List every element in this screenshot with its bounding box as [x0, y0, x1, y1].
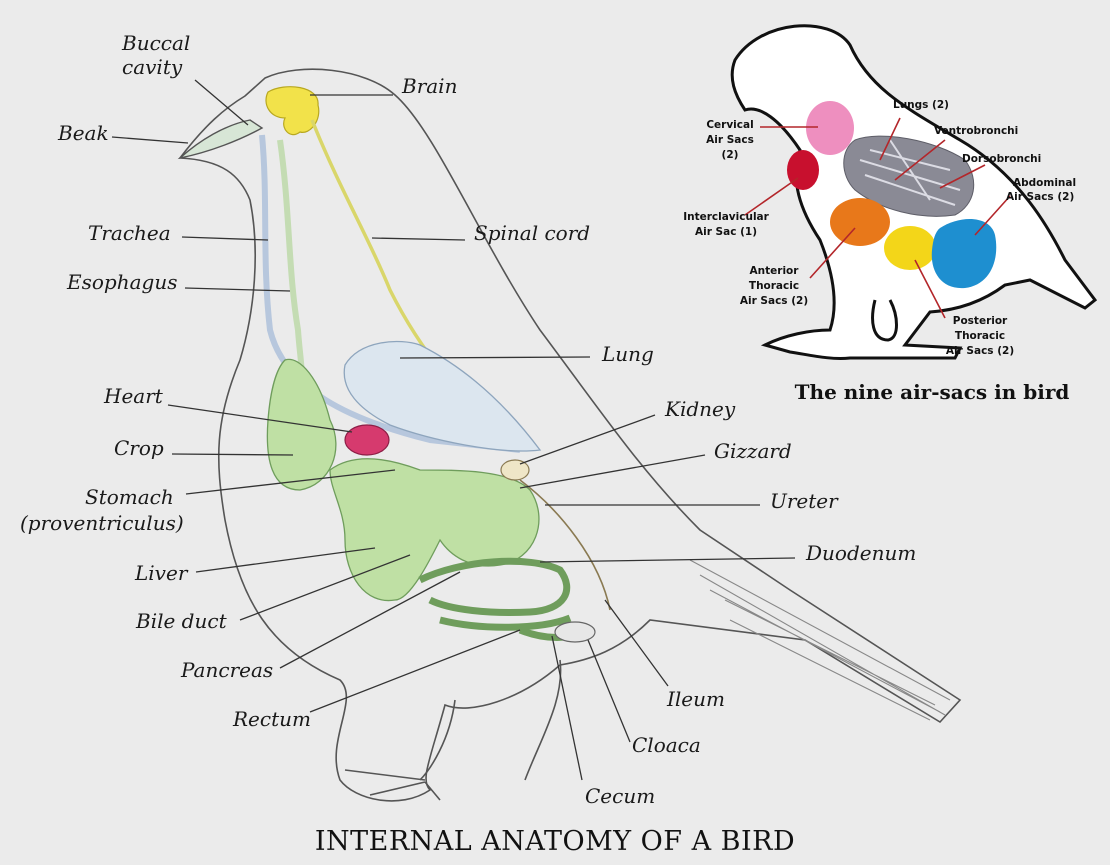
anterior-thoracic-air-sac — [830, 198, 890, 246]
leader-buccal — [195, 80, 248, 125]
label-spinal-cord: Spinal cord — [474, 221, 590, 245]
air-sac-inset: Cervical Air Sacs (2) Lungs (2) Ventrobr… — [683, 26, 1095, 404]
leader-cecum — [552, 636, 582, 780]
inset-label-ventrobronchi: Ventrobronchi — [934, 125, 1018, 137]
brain-shape — [266, 87, 319, 135]
label-cloaca: Cloaca — [632, 733, 701, 757]
inset-label-lungs: Lungs (2) — [893, 99, 949, 111]
inset-label-anterior-line3: Air Sacs (2) — [740, 295, 808, 307]
label-brain: Brain — [401, 74, 457, 98]
inset-label-abdominal-line2: Air Sacs (2) — [1006, 191, 1074, 203]
inset-label-abdominal-line1: Abdominal — [1013, 177, 1076, 189]
label-stomach-line1: Stomach — [85, 485, 174, 509]
kidney-shape — [501, 460, 529, 480]
leader-duodenum — [540, 558, 795, 562]
inset-label-interclavicular-line1: Interclavicular — [683, 211, 769, 223]
beak-shape — [180, 120, 262, 158]
bird-legs — [345, 660, 561, 800]
inset-label-anterior-line2: Thoracic — [749, 280, 799, 292]
label-ileum: Ileum — [666, 687, 725, 711]
inset-label-posterior-line2: Thoracic — [955, 330, 1005, 342]
label-cecum: Cecum — [585, 784, 655, 808]
inset-label-anterior-line1: Anterior — [750, 265, 800, 277]
label-gizzard: Gizzard — [714, 439, 792, 463]
label-ureter: Ureter — [770, 489, 839, 513]
leader-ileum — [605, 600, 668, 686]
stomach-gizzard-shape — [330, 459, 539, 601]
inset-label-dorsobronchi: Dorsobronchi — [962, 153, 1041, 165]
tail-feathers — [690, 560, 950, 720]
posterior-thoracic-air-sac — [884, 226, 936, 270]
label-rectum: Rectum — [232, 707, 311, 731]
heart-shape — [345, 425, 389, 455]
label-liver: Liver — [134, 561, 189, 585]
label-kidney: Kidney — [664, 397, 736, 421]
label-stomach-line2: (proventriculus) — [20, 511, 184, 535]
inset-label-cervical-line2: Air Sacs — [706, 134, 754, 146]
interclavicular-air-sac — [787, 150, 819, 190]
cloaca-shape — [555, 622, 595, 642]
leader-esophagus — [185, 288, 290, 291]
label-trachea: Trachea — [88, 221, 171, 245]
label-bile-duct: Bile duct — [135, 609, 228, 633]
label-heart: Heart — [103, 384, 164, 408]
label-lung: Lung — [601, 342, 654, 366]
label-esophagus: Esophagus — [66, 270, 177, 294]
label-pancreas: Pancreas — [180, 658, 273, 682]
leader-beak — [112, 137, 188, 143]
label-duodenum: Duodenum — [805, 541, 916, 565]
inset-label-interclavicular-line2: Air Sac (1) — [695, 226, 757, 238]
inset-label-cervical-line3: (2) — [722, 149, 739, 161]
inset-label-posterior-line3: Air Sacs (2) — [946, 345, 1014, 357]
inset-label-posterior-line1: Posterior — [953, 315, 1008, 327]
label-buccal-cavity-line1: Buccal — [121, 31, 190, 55]
main-title: INTERNAL ANATOMY OF A BIRD — [315, 826, 795, 857]
inset-title: The nine air-sacs in bird — [795, 380, 1070, 404]
cervical-air-sac — [806, 101, 854, 155]
leader-rectum — [310, 630, 520, 712]
leader-cloaca — [588, 640, 630, 742]
inset-leader-interclavicular — [745, 178, 798, 215]
leader-spinal-cord — [372, 238, 465, 240]
inset-label-cervical-line1: Cervical — [706, 119, 753, 131]
leader-gizzard — [520, 455, 705, 488]
label-buccal-cavity-line2: cavity — [122, 55, 183, 79]
label-crop: Crop — [114, 436, 164, 460]
label-beak: Beak — [57, 121, 109, 145]
